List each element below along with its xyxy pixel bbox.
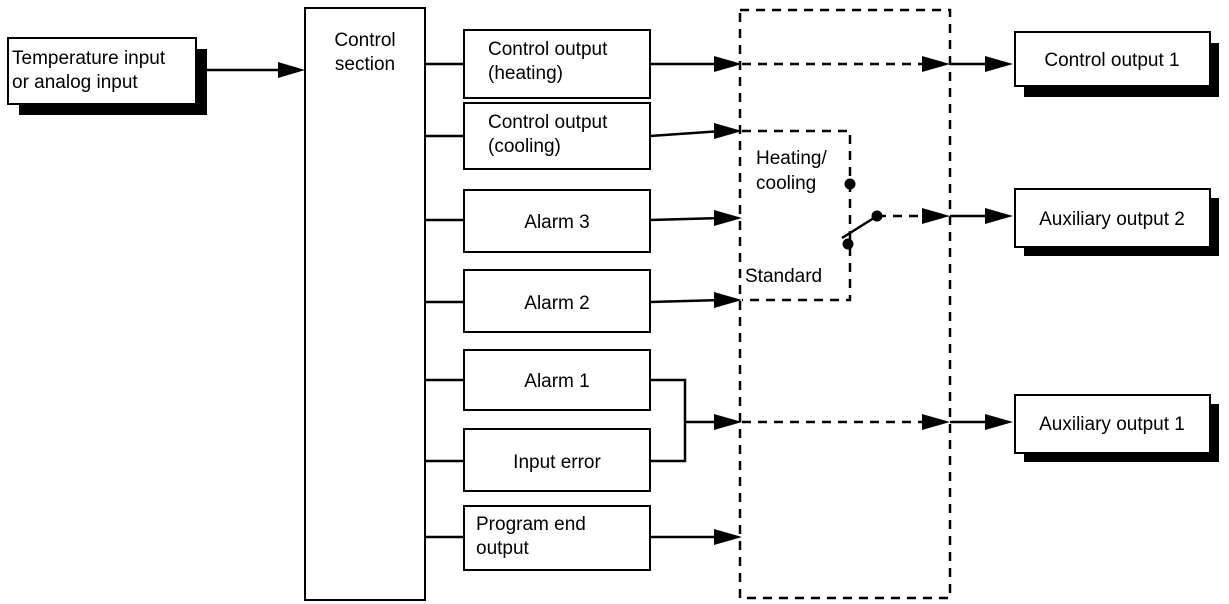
standard-label-bg [742, 262, 846, 288]
alarm-1-label: Alarm 1 [524, 371, 589, 392]
alarm-1-block: Alarm 1 [463, 349, 651, 411]
control-section-block: Control section [304, 7, 426, 601]
alarm-3-block: Alarm 3 [463, 189, 651, 253]
heating-cooling-label-line1: Heating/ [756, 148, 827, 169]
auxiliary-output-2-label: Auxiliary output 2 [1039, 209, 1185, 230]
changeover-switch [841, 178, 883, 250]
auxiliary-output-2-block: Auxiliary output 2 [1014, 188, 1219, 256]
control-section-label-line2: section [335, 54, 395, 75]
input-arrowhead [278, 62, 305, 78]
control-output-cooling-line2: (cooling) [488, 136, 561, 157]
control-output-heating-block: Control output (heating) [463, 29, 651, 99]
control-section-label-line1: Control [334, 30, 395, 51]
alarm-2-block: Alarm 2 [463, 269, 651, 333]
program-end-output-line1: Program end [476, 514, 586, 535]
alarm-3-label: Alarm 3 [524, 212, 589, 233]
heating-cooling-label-line2: cooling [756, 173, 816, 194]
control-output-1-label: Control output 1 [1044, 50, 1179, 71]
temperature-input-label-line2: or analog input [12, 72, 138, 93]
input-error-label: Input error [513, 452, 601, 473]
branch-lines [425, 62, 464, 539]
program-end-output-line2: output [476, 538, 530, 559]
function-connectors [649, 56, 742, 545]
standard-contact-dot [842, 238, 854, 250]
program-end-output-block: Program end output [463, 505, 651, 571]
control-output-heating-line1: Control output [488, 39, 608, 60]
temperature-input-block: Temperature input or analog input [7, 37, 207, 115]
control-output-heating-line2: (heating) [488, 63, 563, 84]
option-region-dashed-border [738, 8, 952, 600]
temperature-input-label-line1: Temperature input [12, 48, 166, 69]
auxiliary-output-1-block: Auxiliary output 1 [1014, 394, 1219, 462]
auxiliary-output-1-label: Auxiliary output 1 [1039, 414, 1185, 435]
control-output-cooling-line1: Control output [488, 112, 608, 133]
standard-label: Standard [745, 266, 822, 287]
control-output-cooling-block: Control output (cooling) [463, 102, 651, 170]
switch-region-dashed-border [742, 129, 852, 302]
alarm-2-label: Alarm 2 [524, 293, 589, 314]
heating-cooling-contact-dot [844, 178, 856, 190]
control-output-1-block: Control output 1 [1014, 31, 1219, 97]
switch-lever [841, 214, 878, 240]
input-error-block: Input error [463, 428, 651, 492]
